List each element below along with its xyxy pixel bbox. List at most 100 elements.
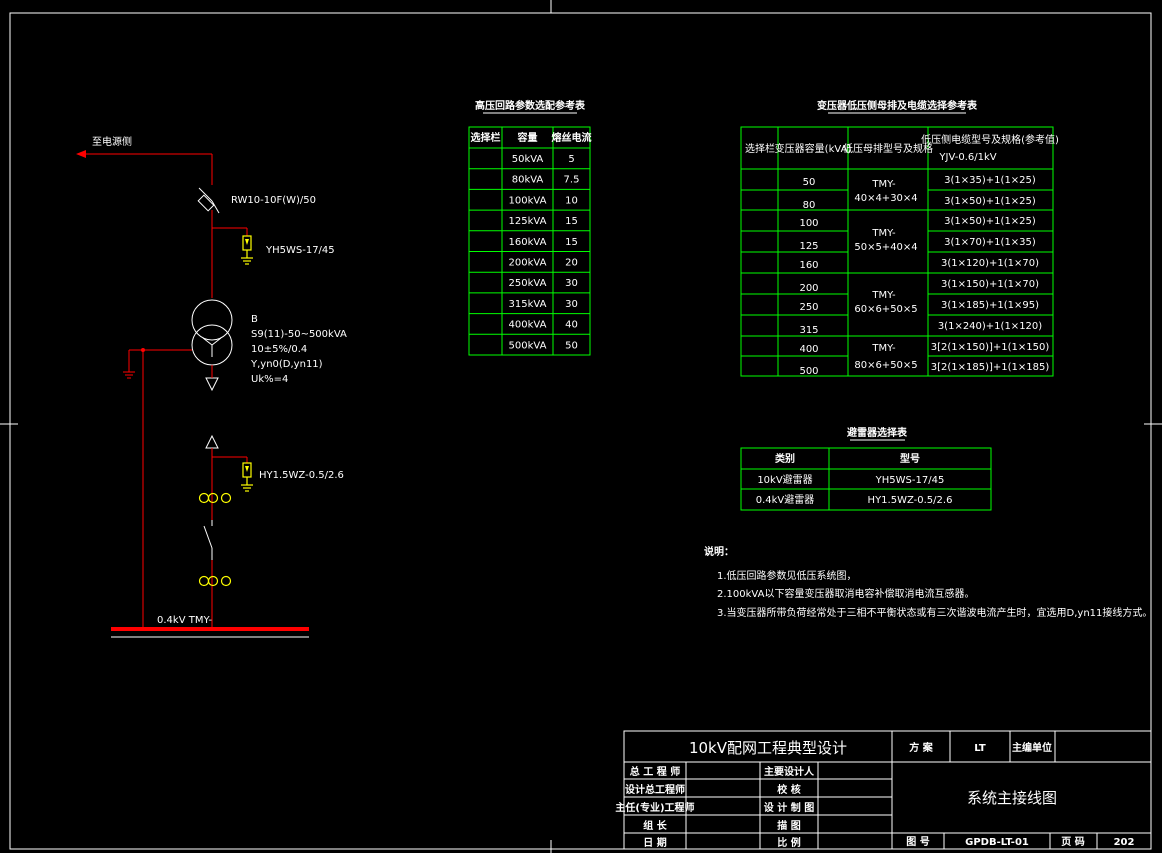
hv-table-cell: 315kVA (509, 299, 547, 310)
role-left: 日 期 (643, 836, 666, 849)
role-right: 设 计 制 图 (764, 801, 814, 814)
hv-table-cell: 5 (568, 154, 574, 165)
hv-table-title: 高压回路参数选配参考表 (475, 99, 586, 112)
note-item: 2.100kVA以下容量变压器取消电容补偿取消电流互感器。 (717, 587, 974, 600)
hv-table-cell: 400kVA (509, 320, 547, 331)
lv-header-busbar: 低压母排型号及规格 (843, 142, 933, 155)
hv-arrester-label: YH5WS-17/45 (265, 245, 335, 256)
hv-table-cell: 100kVA (509, 195, 547, 206)
busbar-cell: TMY- (871, 343, 896, 354)
hv-table-cell: 20 (565, 258, 578, 269)
current-transformer-icon-2 (198, 575, 232, 587)
drawing-title: 系统主接线图 (967, 789, 1057, 807)
title-block: 10kV配网工程典型设计 方 案 LT 主编单位 总 工 程 师 设计总工程师 … (615, 730, 1152, 850)
busbar-cell: TMY- (871, 179, 896, 190)
lv-header-capacity: 变压器容量(kVA) (775, 142, 852, 155)
fuse-label: RW10-10F(W)/50 (231, 195, 316, 206)
scheme-label: 方 案 (909, 741, 933, 754)
arrester-cell: 0.4kV避雷器 (756, 493, 815, 506)
lv-capacity-cell: 315 (799, 325, 818, 336)
lv-cable-cell: 3(1×50)+1(1×25) (944, 216, 1036, 227)
lv-cable-cell: 3[2(1×185)]+1(1×185) (931, 362, 1050, 373)
project-title: 10kV配网工程典型设计 (689, 739, 847, 757)
switch-icon (203, 520, 213, 560)
hv-table-cell: 50kVA (512, 154, 544, 165)
lv-cable-cell: 3(1×150)+1(1×70) (941, 279, 1039, 290)
lv-header-cable: 低压侧电缆型号及规格(参考值) (921, 133, 1059, 146)
transformer-ratio: 10±5%/0.4 (251, 344, 307, 355)
arrester-cell: YH5WS-17/45 (875, 475, 945, 486)
transformer-name: B (251, 314, 258, 325)
hv-table-cell: 15 (565, 216, 578, 227)
busbar-cell: TMY- (871, 228, 896, 239)
hv-header-cell: 选择栏 (471, 131, 501, 144)
lv-capacity-cell: 50 (803, 177, 816, 188)
arrester-header-type: 类别 (775, 452, 795, 465)
hv-table-cell: 200kVA (509, 258, 547, 269)
hv-table-cell: 160kVA (509, 237, 547, 248)
role-left: 设计总工程师 (625, 783, 685, 796)
lv-capacity-cell: 250 (799, 302, 818, 313)
hv-table-cell: 7.5 (564, 175, 580, 186)
lv-table-title: 变压器低压侧母排及电缆选择参考表 (817, 99, 978, 112)
source-label: 至电源侧 (92, 135, 132, 148)
current-transformer-icon (198, 492, 232, 504)
hv-table-cell: 40 (565, 320, 578, 331)
role-right: 比 例 (777, 836, 800, 849)
plug-up-icon (205, 434, 219, 449)
hv-table-cell: 80kVA (512, 175, 544, 186)
arrester-selection-table: 避雷器选择表 类别 型号 10kV避雷器 YH5WS-17/45 0.4kV避雷… (740, 426, 992, 511)
lv-capacity-cell: 400 (799, 344, 818, 355)
hv-table-cell: 250kVA (509, 278, 547, 289)
drawing-no: GPDB-LT-01 (965, 837, 1029, 848)
hv-table-cell: 125kVA (509, 216, 547, 227)
lv-capacity-cell: 200 (799, 283, 818, 294)
hv-table-cell: 500kVA (509, 340, 547, 351)
busbar-cell: 60×6+50×5 (854, 304, 917, 315)
hv-header-cell: 容量 (517, 131, 538, 144)
lv-arrester-icon (241, 457, 253, 492)
notes-section: 说明： 1.低压回路参数见低压系统图， 2.100kVA以下容量变压器取消电容补… (704, 545, 1152, 619)
lv-capacity-cell: 125 (799, 241, 818, 252)
role-right: 校 核 (777, 783, 800, 796)
notes-heading: 说明： (704, 545, 734, 558)
lv-capacity-cell: 160 (799, 260, 818, 271)
hv-table-cell: 30 (565, 278, 578, 289)
hv-parameter-table: 高压回路参数选配参考表 选择栏 容量 熔丝电流 50kVA 5 80kVA 7.5 100kV… (468, 99, 592, 356)
lv-capacity-cell: 80 (803, 200, 816, 211)
lv-busbar (111, 627, 309, 631)
lv-capacity-cell: 500 (799, 366, 818, 377)
transformer-uk: Uk%=4 (251, 374, 288, 385)
busbar-cell: TMY- (871, 290, 896, 301)
page-value: 202 (1114, 837, 1135, 848)
lv-cable-cell: 3(1×50)+1(1×25) (944, 196, 1036, 207)
lv-cable-cell: 3(1×240)+1(1×120) (938, 321, 1042, 332)
hv-table-cell: 15 (565, 237, 578, 248)
busbar-cell: 40×4+30×4 (854, 193, 917, 204)
note-item: 3.当变压器所带负荷经常处于三相不平衡状态或有三次谐波电流产生时，宜选用D,yn… (717, 606, 1152, 619)
hv-table-cell: 50 (565, 340, 578, 351)
lv-cable-cell: 3(1×35)+1(1×25) (944, 175, 1036, 186)
busbar-cell: 80×6+50×5 (854, 360, 917, 371)
arrester-header-model: 型号 (900, 452, 920, 465)
role-left: 主任(专业)工程师 (615, 801, 694, 814)
hv-table-cell: 30 (565, 299, 578, 310)
lv-header-select: 选择栏 (745, 142, 775, 155)
busbar-cell: 50×5+40×4 (854, 242, 917, 253)
lv-header-cable-sub: YJV-0.6/1kV (938, 152, 996, 163)
page-label: 页 码 (1061, 836, 1084, 848)
unit-label: 主编单位 (1012, 741, 1052, 754)
source-arrow-icon (76, 150, 86, 158)
lv-capacity-cell: 100 (799, 218, 818, 229)
role-left: 总 工 程 师 (630, 765, 680, 778)
role-right: 主要设计人 (764, 765, 815, 778)
role-left: 组 长 (643, 819, 667, 832)
arrester-cell: 10kV避雷器 (757, 473, 812, 486)
transformer-icon (191, 299, 233, 366)
plug-down-icon (205, 377, 219, 392)
hv-header-cell: 熔丝电流 (552, 131, 592, 144)
transformer-vector: Y,yn0(D,yn11) (250, 359, 323, 370)
drawing-no-label: 图 号 (906, 836, 929, 848)
lv-cable-cell: 3(1×120)+1(1×70) (941, 258, 1039, 269)
